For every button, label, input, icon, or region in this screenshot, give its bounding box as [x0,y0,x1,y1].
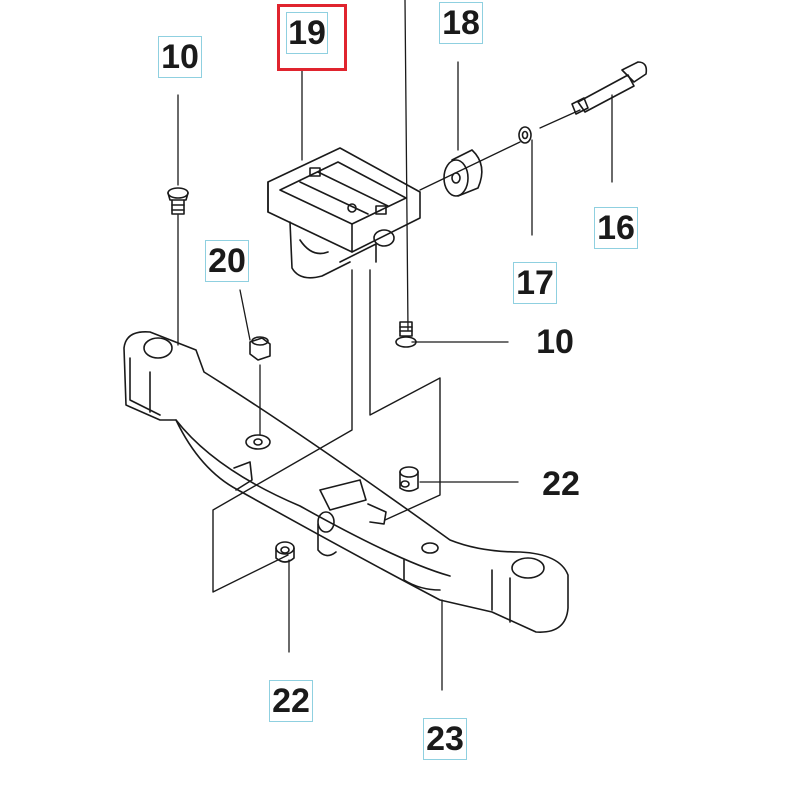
selected-part-highlight [277,4,347,71]
part-label-19: 19 [286,12,328,54]
part-10-screw-right [395,321,417,348]
part-label-10-left: 10 [158,36,202,78]
part-label-23: 23 [423,718,467,760]
part-16-bolt [571,61,648,115]
part-label-22-right: 22 [542,465,580,503]
part-label-10-right: 10 [536,323,574,361]
part-10-screw-left [167,187,189,215]
background-panels [212,269,441,593]
part-22-spacer-right [399,466,419,492]
part-18-bushing [443,149,483,197]
part-22-spacer-left [275,541,295,563]
part-label-18: 18 [439,2,483,44]
part-label-22-left: 22 [269,680,313,722]
part-19-bracket [267,147,421,279]
leader-lines [177,0,613,691]
part-17-washer [518,126,532,144]
part-label-16: 16 [594,207,638,249]
part-label-17: 17 [513,262,557,304]
part-23-frame [123,331,569,633]
part-label-20: 20 [205,240,249,282]
part-20-nut [249,336,271,361]
